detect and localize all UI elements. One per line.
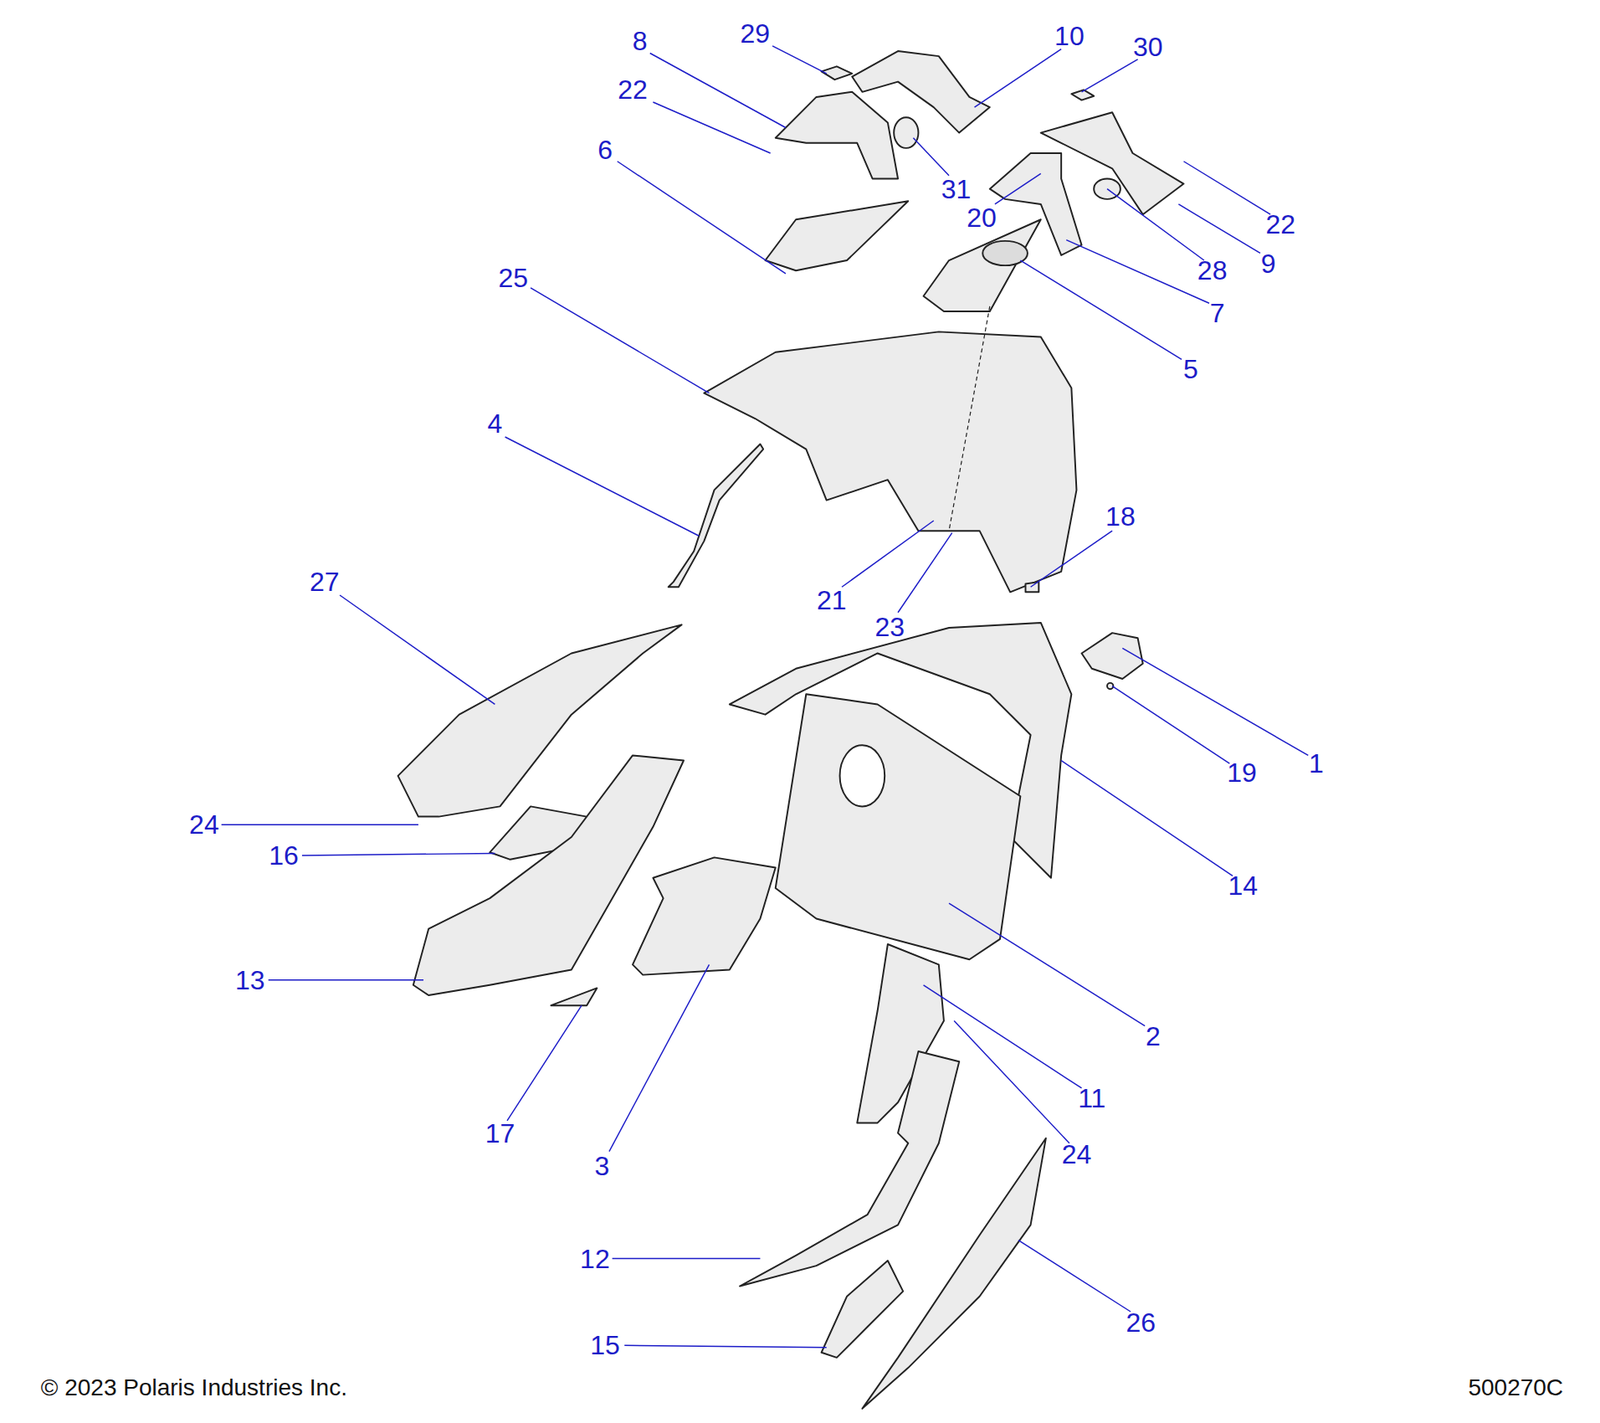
callout-number: 11: [1077, 1084, 1106, 1112]
callout-number: 24: [189, 810, 220, 838]
callout-number: 23: [875, 613, 906, 641]
callout-number: 25: [498, 264, 529, 292]
callout-number: 24: [1061, 1140, 1093, 1168]
callout-number: 22: [1266, 210, 1297, 238]
footer-text: 500270C: [1467, 1375, 1564, 1400]
callout-number: 5: [1183, 355, 1199, 383]
callout-number: 16: [268, 841, 299, 869]
callout-number: 2: [1145, 1022, 1161, 1050]
callout-number: 30: [1133, 33, 1164, 61]
callout-number: 27: [309, 568, 340, 595]
callout-number: 4: [487, 410, 503, 437]
callout-number: 29: [740, 20, 771, 47]
callout-number: 14: [1227, 871, 1258, 899]
callout-number: 22: [617, 76, 648, 103]
callout-number: 8: [632, 27, 648, 55]
callout-number: 26: [1125, 1308, 1156, 1336]
footer-text: © 2023 Polaris Industries Inc.: [41, 1375, 348, 1400]
callout-number: 21: [816, 586, 847, 614]
callout-number: 9: [1261, 250, 1277, 277]
callout-number: 20: [966, 204, 997, 231]
callout-number: 7: [1210, 299, 1226, 327]
callout-number: 28: [1197, 256, 1228, 284]
callout-number: 6: [597, 136, 613, 164]
callout-number: 15: [589, 1331, 621, 1359]
callout-number: 1: [1308, 749, 1324, 777]
callout-number: 17: [485, 1119, 516, 1147]
callout-number: 10: [1054, 22, 1085, 50]
callout-number: 18: [1105, 502, 1136, 530]
callout-number: 13: [235, 966, 266, 994]
callout-number: 12: [579, 1245, 611, 1272]
callout-number: 19: [1226, 758, 1257, 786]
callout-number: 3: [594, 1152, 611, 1180]
callout-number: 31: [941, 175, 972, 203]
